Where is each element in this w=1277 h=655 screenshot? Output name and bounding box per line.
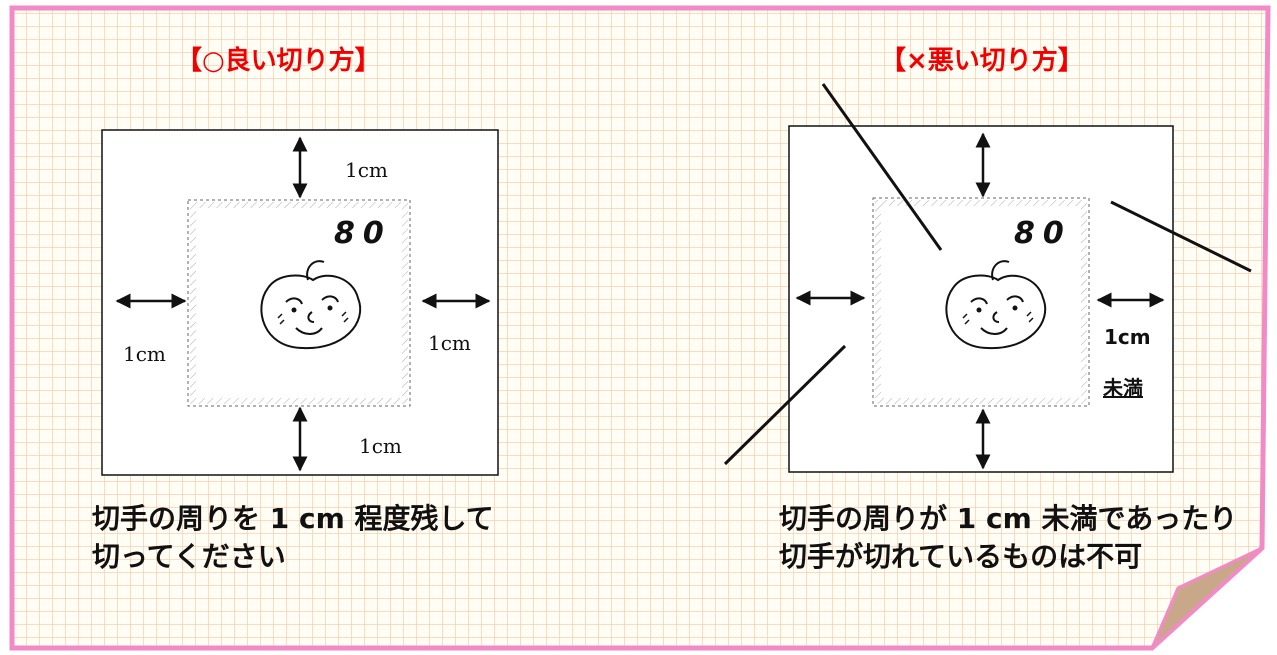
bad-title: 【×悪い切り方】 <box>880 46 1084 76</box>
bad-denomination: 80 <box>1014 216 1072 251</box>
good-label-right: 1cm <box>428 331 471 355</box>
good-label-left: 1cm <box>123 342 166 366</box>
good-label-top: 1cm <box>345 158 388 182</box>
bad-caption-line1: 切手の周りが 1 cm 未満であったり <box>779 502 1238 535</box>
bad-cut-line <box>723 344 847 466</box>
good-caption-line2: 切ってください <box>92 540 286 573</box>
bad-cut-line <box>821 83 943 251</box>
bad-label-right: 1cm <box>1104 325 1151 349</box>
bad-label-right-under: 未満 <box>1103 376 1143 400</box>
bad-caption-line2: 切手が切れているものは不可 <box>779 540 1143 573</box>
page-curl <box>1150 546 1264 650</box>
face-icon <box>945 260 1047 350</box>
good-denomination: 80 <box>334 216 392 251</box>
good-label-bottom: 1cm <box>359 434 402 458</box>
good-example <box>101 129 499 476</box>
bad-cut-line <box>1110 200 1252 273</box>
good-title: 【○良い切り方】 <box>176 46 381 76</box>
face-icon <box>260 260 362 350</box>
good-caption-line1: 切手の周りを 1 cm 程度残して <box>92 502 494 535</box>
bad-example <box>723 83 1252 473</box>
